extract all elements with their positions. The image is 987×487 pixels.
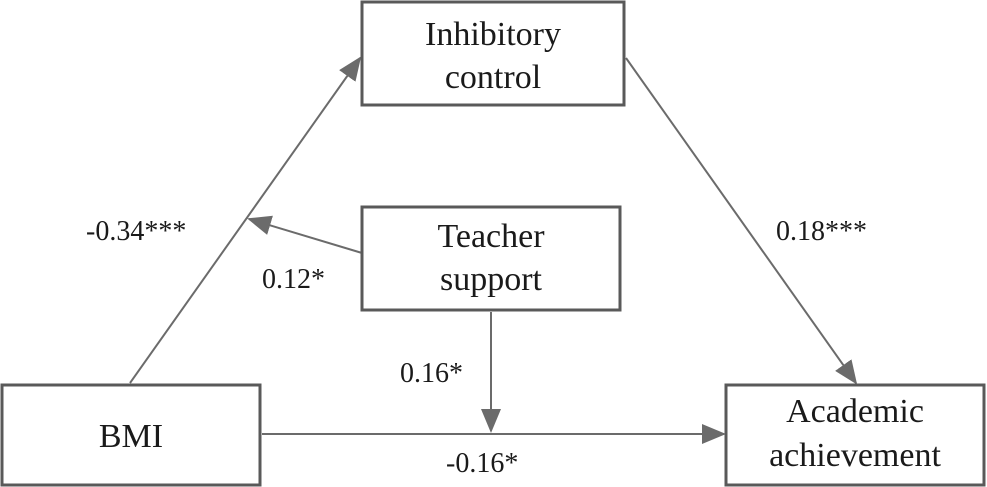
- edge-bmi-to-inhibitory: [129, 56, 362, 384]
- node-label-teacher-support-line2: support: [440, 261, 543, 298]
- edge-label-inhibitory-to-academic: 0.18***: [776, 216, 867, 247]
- edge-label-bmi-to-academic: -0.16*: [446, 448, 518, 479]
- edge-teacher-to-path-a: [247, 215, 363, 254]
- node-box-academic-achievement: [724, 383, 986, 487]
- node-box-teacher-support: [360, 205, 622, 312]
- node-academic-achievement: Academic achievement: [724, 383, 986, 487]
- node-label-inhibitory-control-line2: control: [445, 59, 541, 96]
- edge-labels: -0.34*** 0.18*** 0.12* 0.16* -0.16*: [86, 216, 867, 479]
- node-label-academic-achievement-line2: achievement: [769, 437, 941, 474]
- edges: [129, 56, 858, 444]
- edge-inhibitory-to-academic: [625, 57, 858, 385]
- node-label-inhibitory-control-line1: Inhibitory: [425, 16, 561, 53]
- node-inhibitory-control: Inhibitory control: [360, 0, 626, 107]
- node-box-inhibitory-control: [360, 0, 626, 107]
- edge-label-bmi-to-inhibitory: -0.34***: [86, 216, 186, 247]
- edge-label-teacher-to-path-a: 0.12*: [262, 264, 325, 295]
- node-teacher-support: Teacher support: [360, 205, 622, 312]
- node-label-teacher-support-line1: Teacher: [437, 218, 545, 255]
- node-box-bmi: [0, 383, 262, 487]
- edge-label-teacher-to-direct: 0.16*: [400, 358, 463, 389]
- node-bmi: BMI: [0, 383, 262, 487]
- node-label-academic-achievement-line1: Academic: [786, 393, 924, 430]
- node-label-bmi: BMI: [99, 418, 163, 455]
